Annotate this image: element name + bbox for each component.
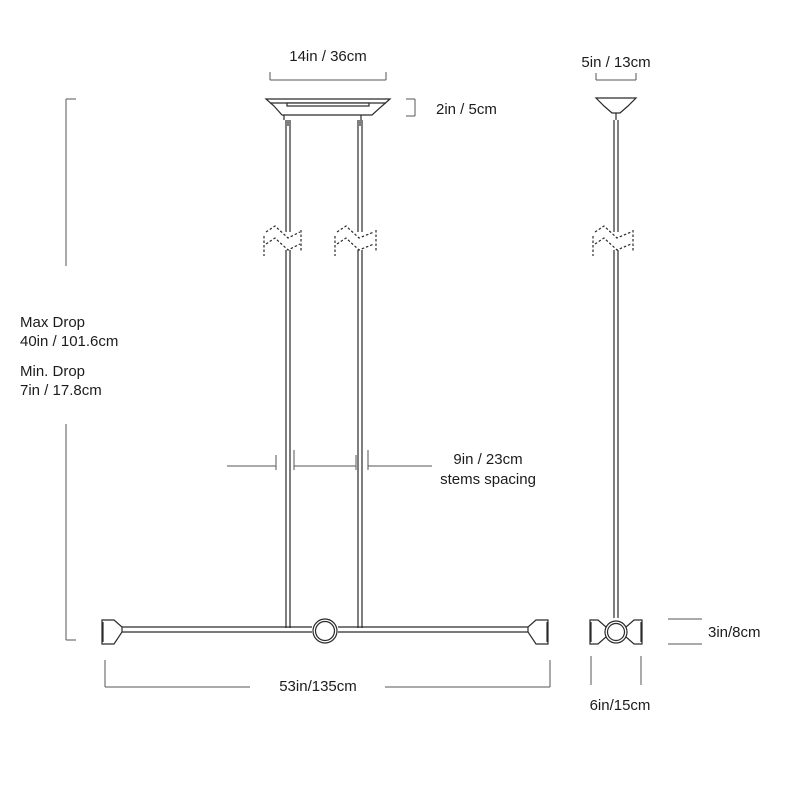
front-stem-break-right xyxy=(334,225,377,256)
dim-overall-width xyxy=(104,660,551,688)
max-drop-label: Max Drop xyxy=(20,314,86,331)
overall-width-label: 53in/135cm xyxy=(279,678,357,695)
dim-drop xyxy=(65,98,76,641)
side-canopy xyxy=(594,97,638,120)
canopy-height-label: 2in / 5cm xyxy=(436,101,497,118)
front-canopy xyxy=(264,98,392,120)
max-drop-value: 40in / 101.6cm xyxy=(20,333,119,350)
shade-width-label: 6in/15cm xyxy=(589,697,651,714)
front-stem-right xyxy=(357,120,363,628)
front-stem-break-left xyxy=(263,225,302,256)
dim-shade-height xyxy=(668,618,702,645)
min-drop-label: Min. Drop xyxy=(20,363,86,380)
side-stem-break xyxy=(592,225,634,256)
stem-spacing-label: stems spacing xyxy=(440,471,536,488)
dim-side-canopy-width xyxy=(595,73,637,81)
front-center-hub xyxy=(312,618,338,644)
shade-height-label: 3in/8cm xyxy=(708,624,761,641)
side-shade-assembly xyxy=(589,619,643,645)
front-shade-right xyxy=(527,619,549,645)
dim-canopy-height xyxy=(406,98,416,117)
stem-spacing-value: 9in / 23cm xyxy=(453,451,523,468)
side-canopy-width-label: 5in / 13cm xyxy=(581,54,651,71)
dim-stem-spacing xyxy=(227,450,432,470)
front-stem-left xyxy=(285,120,291,628)
side-stem xyxy=(613,120,619,618)
front-shade-left xyxy=(101,619,123,645)
canopy-width-label: 14in / 36cm xyxy=(289,48,367,65)
dim-shade-width xyxy=(590,656,642,685)
dim-canopy-width xyxy=(269,72,387,81)
min-drop-value: 7in / 17.8cm xyxy=(20,382,102,399)
front-horizontal-bar xyxy=(120,626,528,633)
